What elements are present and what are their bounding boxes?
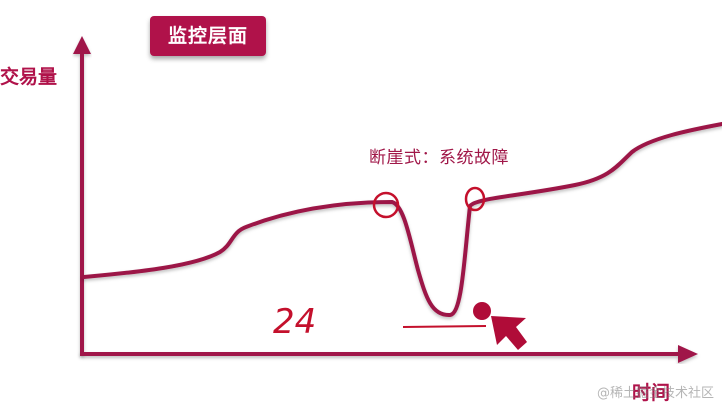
- y-axis: [73, 36, 91, 355]
- handwritten-note: 24: [273, 302, 316, 342]
- cursor-arrow-icon: [491, 316, 527, 350]
- cliff-start-marker: [372, 191, 400, 219]
- y-axis-label: 交易量: [0, 66, 58, 88]
- x-axis: [80, 345, 698, 363]
- watermark: @稀土掘金技术社区: [596, 386, 714, 401]
- page-title: 监控层面: [150, 16, 266, 56]
- dot-icon: [473, 302, 491, 320]
- handwritten-underline: [402, 325, 487, 328]
- x-axis-label: 时间: [632, 382, 671, 404]
- traffic-curve: [82, 122, 722, 317]
- recovery-marker: [464, 186, 486, 212]
- failure-annotation: 断崖式：系统故障: [369, 148, 509, 168]
